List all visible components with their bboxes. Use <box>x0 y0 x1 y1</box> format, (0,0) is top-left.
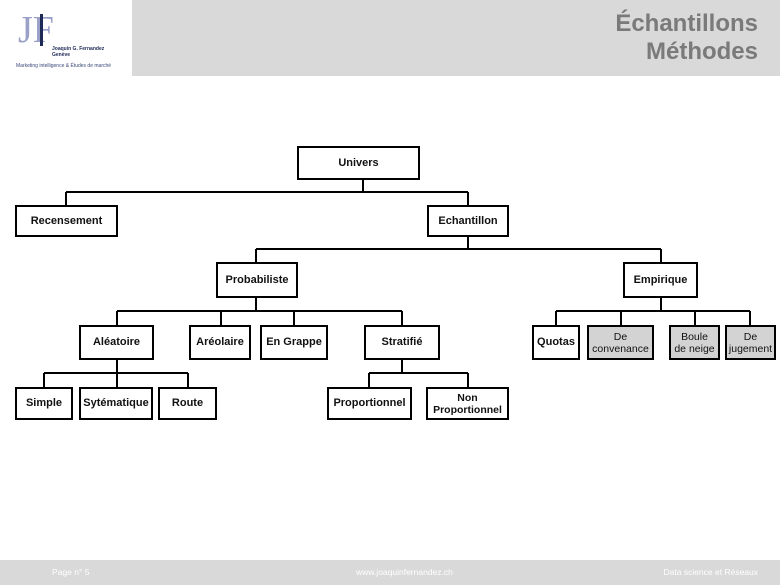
node-route: Route <box>158 387 217 420</box>
node-stratifie: Stratifié <box>364 325 440 360</box>
page-number: Page n° 5 <box>52 567 90 577</box>
node-areolaire: Aréolaire <box>189 325 251 360</box>
footer: Page n° 5 www.joaquinfernandez.ch Data s… <box>0 560 780 585</box>
node-recensement: Recensement <box>15 205 118 237</box>
page-title-line1: Échantillons <box>615 10 758 37</box>
title-bar: Échantillons Méthodes <box>132 0 780 76</box>
node-aleatoire: Aléatoire <box>79 325 154 360</box>
node-empirique: Empirique <box>623 262 698 298</box>
logo: JF Joaquin G. Fernandez Genève Marketing… <box>0 0 132 76</box>
logo-name: Joaquin G. Fernandez Genève <box>52 46 105 58</box>
page-title-line2: Méthodes <box>645 38 758 65</box>
website-link[interactable]: www.joaquinfernandez.ch <box>356 567 453 577</box>
node-systematique: Sytématique <box>79 387 153 420</box>
node-proportionnel: Proportionnel <box>327 387 412 420</box>
node-simple: Simple <box>15 387 73 420</box>
node-en-grappe: En Grappe <box>260 325 328 360</box>
node-quotas: Quotas <box>532 325 580 360</box>
node-probabiliste: Probabiliste <box>216 262 298 298</box>
logo-letters: JF <box>18 9 54 48</box>
logo-tagline: Marketing intelligence & Études de march… <box>16 63 112 69</box>
node-univers: Univers <box>297 146 420 180</box>
logo-mark-icon: JF <box>18 9 54 48</box>
node-echantillon: Echantillon <box>427 205 509 237</box>
footer-topic: Data science et Réseaux <box>663 567 759 577</box>
